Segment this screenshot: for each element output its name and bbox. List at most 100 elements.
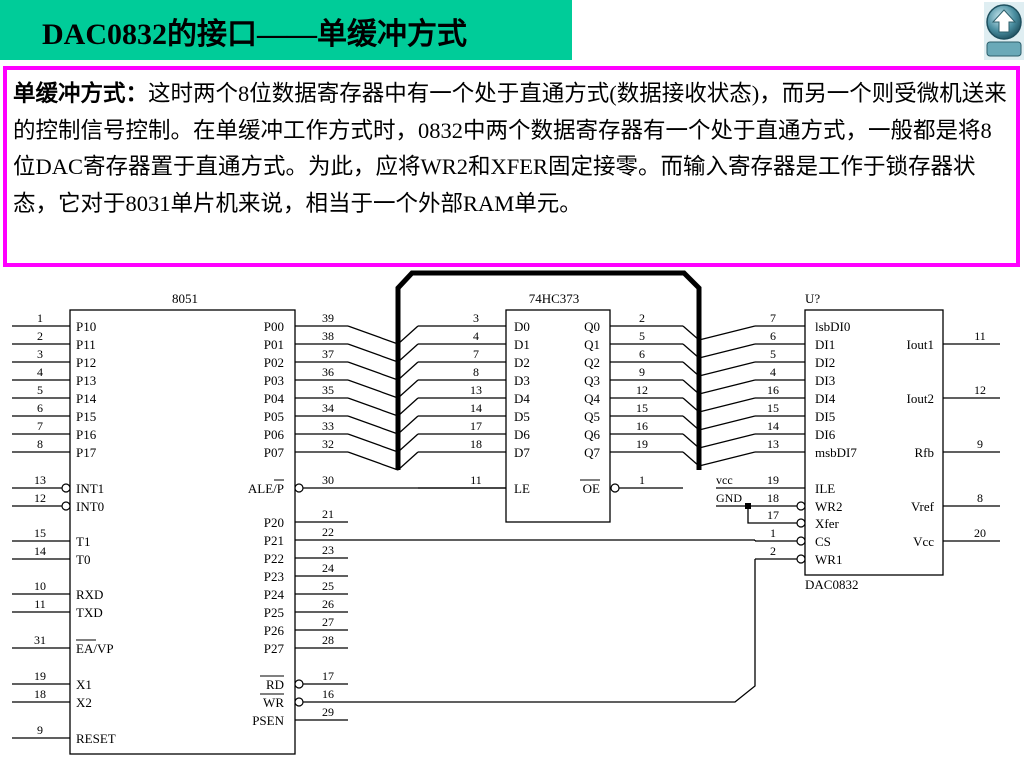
dac-pin-label-Iout1: Iout1 [907,337,934,352]
mcu-8051-name: 8051 [172,291,198,306]
bus-entry-di-0 [698,325,756,341]
home-up-arrow-icon[interactable] [984,2,1024,60]
mcu-pin-num-P02: 37 [322,347,334,361]
dac-pin-num-DI4: 16 [767,383,779,397]
latch-pin-num-D2: 7 [473,347,479,361]
bus-entry-q-2 [682,361,700,377]
latch-pin-label-D7: D7 [514,445,530,460]
mcu-pin-label-WR: WR [263,695,284,710]
mcu-pin-num-X2: 18 [34,687,46,701]
mcu-pin-label-P13: P13 [76,373,96,388]
title-bar: DAC0832的接口——单缓冲方式 [0,0,572,60]
dac-pin-label-Vcc: Vcc [913,534,934,549]
mcu-8051-body [69,309,296,755]
mcu-pin-label-P24: P24 [264,587,285,602]
latch-pin-label-D0: D0 [514,319,530,334]
latch-pin-label-OE: OE [583,481,600,496]
dac-pin-num-Xfer: 17 [767,508,779,522]
mcu-pin-num-RESET: 9 [37,723,43,737]
dac-gnd-label: GND [716,491,742,505]
bus-entry-di-3 [698,379,756,395]
mcu-pin-label-X1: X1 [76,677,92,692]
dac-pin-num-WR2: 18 [767,491,779,505]
mcu-pin-label-P04: P04 [264,391,285,406]
mcu-pin-num-P16: 7 [37,419,43,433]
mcu-pin-label-INT0: INT0 [76,499,104,514]
bus-entry-d-5 [397,415,419,435]
bus-entry-p0-3 [347,379,399,399]
latch-pin-num-Q0: 2 [639,311,645,325]
dac-pin-label-DI6: DI6 [815,427,836,442]
dac-pin-label-msbDI7: msbDI7 [815,445,857,460]
latch-pin-num-Q3: 9 [639,365,645,379]
mcu-pin-label-P27: P27 [264,641,285,656]
mcu-pin-num-P12: 3 [37,347,43,361]
mcu-pin-label-RD: RD [266,677,284,692]
latch-pin-num-OE: 1 [639,473,645,487]
description-body: 这时两个8位数据寄存器中有一个处于直通方式(数据接收状态)，而另一个则受微机送来… [13,81,1007,216]
mcu-pin-label-P10: P10 [76,319,96,334]
bus-entry-q-1 [682,343,700,359]
latch-pin-num-D6: 17 [470,419,482,433]
mcu-pin-label-P01: P01 [264,337,284,352]
mcu-pin-num-P11: 2 [37,329,43,343]
mcu-pin-label-INT1: INT1 [76,481,104,496]
mcu-pin-num-P05: 34 [322,401,334,415]
mcu-pin-bubble-ALE/P [294,483,304,493]
mcu-pin-num-P00: 39 [322,311,334,325]
mcu-pin-num-P03: 36 [322,365,334,379]
latch-pin-label-Q2: Q2 [584,355,600,370]
mcu-pin-num-INT0: 12 [34,491,46,505]
mcu-pin-num-P13: 4 [37,365,43,379]
latch-pin-label-D4: D4 [514,391,530,406]
latch-pin-label-D5: D5 [514,409,530,424]
dac0832-name: DAC0832 [805,577,858,592]
dac-pin-label-DI5: DI5 [815,409,835,424]
dac-pin-label-DI2: DI2 [815,355,835,370]
mcu-pin-num-P27: 28 [322,633,334,647]
mcu-pin-label-P14: P14 [76,391,97,406]
dac0832-ref: U? [805,291,820,306]
bus-entry-d-4 [397,397,419,417]
bus-entry-d-0 [397,325,419,345]
latch-pin-num-Q1: 5 [639,329,645,343]
latch-pin-label-Q1: Q1 [584,337,600,352]
latch-pin-num-Q5: 15 [636,401,648,415]
mcu-pin-label-PSEN: PSEN [252,713,284,728]
dac-pin-num-Rfb: 9 [977,437,983,451]
latch-pin-label-D6: D6 [514,427,530,442]
latch-pin-num-Q7: 19 [636,437,648,451]
latch-pin-label-Q0: Q0 [584,319,600,334]
wire-gnd-xfer [747,506,755,524]
bus-entry-p0-4 [347,397,399,417]
mcu-pin-num-RXD: 10 [34,579,46,593]
mcu-pin-label-X2: X2 [76,695,92,710]
dac-pin-num-CS: 1 [770,526,776,540]
mcu-pin-num-P24: 25 [322,579,334,593]
mcu-pin-num-P06: 33 [322,419,334,433]
mcu-pin-label-P06: P06 [264,427,285,442]
dac-pin-bubble-CS [796,536,806,546]
latch-pin-num-Q6: 16 [636,419,648,433]
dac-pin-label-Vref: Vref [911,499,935,514]
circuit-schematic: 80511P102P113P124P135P146P157P168P1713IN… [12,270,1000,755]
dac-pin-bubble-Xfer [796,518,806,528]
mcu-pin-num-INT1: 13 [34,473,46,487]
latch-pin-num-LE: 11 [470,473,482,487]
mcu-pin-label-P11: P11 [76,337,96,352]
mcu-pin-label-ALE/P: ALE/P [248,481,284,496]
mcu-pin-label-RESET: RESET [76,731,116,746]
latch-pin-label-D3: D3 [514,373,530,388]
data-bus-lines [395,270,702,470]
mcu-pin-num-P17: 8 [37,437,43,451]
mcu-pin-label-T1: T1 [76,534,90,549]
dac-pin-num-DI1: 6 [770,329,776,343]
mcu-pin-num-P26: 27 [322,615,334,629]
dac-pin-num-DI5: 15 [767,401,779,415]
dac-pin-num-Vcc: 20 [974,526,986,540]
mcu-pin-label-RXD: RXD [76,587,103,602]
bus-entry-di-5 [698,415,756,431]
dac-pin-num-Iout2: 12 [974,383,986,397]
dac-pin-label-CS: CS [815,534,831,549]
bus-entry-q-6 [682,433,700,449]
